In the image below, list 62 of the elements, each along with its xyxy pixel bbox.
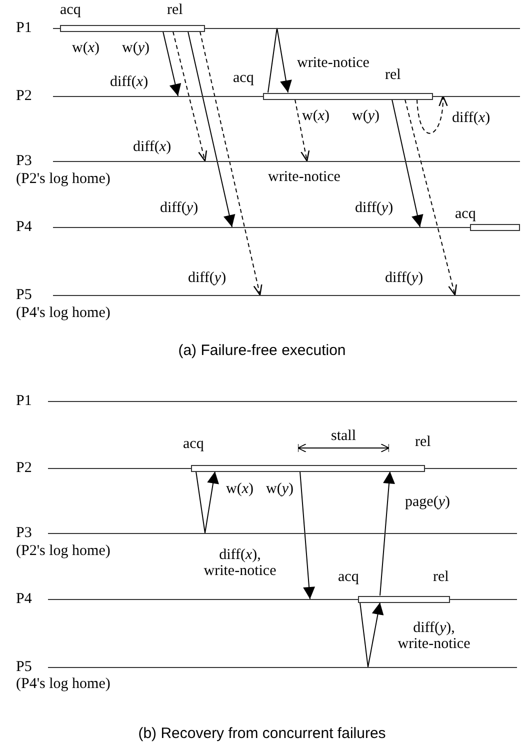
process-label: P1: [16, 20, 32, 36]
edge-label: diff(x): [110, 74, 148, 90]
release-label: rel: [433, 569, 449, 585]
write-label: w(x): [72, 40, 100, 56]
process-label: P3: [16, 153, 32, 169]
critical-section-bar: [470, 224, 520, 231]
message-arrow: [392, 99, 424, 228]
acquire-label: acq: [455, 206, 476, 222]
edge-label: write-notice: [297, 55, 370, 71]
process-label: P5: [16, 659, 32, 675]
process-label: P1: [16, 393, 32, 409]
process-label: P2: [16, 88, 32, 104]
acquire-label: acq: [233, 70, 254, 86]
edge-label: diff(x), write-notice: [202, 547, 278, 579]
panel-caption: (b) Recovery from concurrent failures: [137, 726, 387, 742]
process-note: (P4's log home): [16, 676, 110, 692]
process-label: P2: [16, 460, 32, 476]
edge-label: page(y): [405, 494, 450, 510]
edge-label: diff(y), write-notice: [396, 620, 472, 652]
critical-section-bar: [263, 93, 433, 100]
write-label: w(x): [226, 481, 254, 497]
acquire-label: acq: [60, 2, 81, 18]
critical-section-bar: [358, 596, 450, 603]
edge-label: diff(x): [133, 139, 172, 155]
message-arrow: [380, 471, 396, 596]
dimension-label: stall: [330, 428, 357, 444]
process-label: P5: [16, 287, 32, 303]
edge-label: diff(y): [355, 200, 394, 216]
acquire-label: acq: [183, 436, 204, 452]
message-arrow: [368, 602, 384, 668]
message-arrow: [276, 28, 292, 93]
critical-section-bar: [60, 25, 205, 32]
message-arrow: [200, 31, 262, 296]
edge-label: diff(y): [385, 270, 424, 286]
message-arrow: [188, 31, 236, 228]
edge-label: diff(y): [160, 200, 198, 216]
write-label: w(y): [352, 108, 380, 124]
message-arrow: [204, 471, 219, 534]
write-label: w(y): [122, 40, 150, 56]
release-label: rel: [415, 434, 431, 450]
message-arrow: [416, 95, 448, 134]
message-arrow: [294, 99, 310, 162]
edge-label: write-notice: [268, 169, 340, 185]
release-label: rel: [385, 67, 401, 83]
write-label: w(x): [302, 108, 330, 124]
message-arrow: [404, 99, 457, 296]
acquire-label: acq: [338, 569, 359, 585]
release-label: rel: [167, 2, 183, 18]
panel-caption: (a) Failure-free execution: [177, 343, 347, 359]
edge-label: diff(y): [188, 270, 226, 286]
message-arrow: [172, 31, 208, 162]
process-label: P4: [16, 591, 32, 607]
message-arrow: [162, 31, 182, 96]
process-label: P3: [16, 525, 32, 541]
process-note: (P2's log home): [16, 543, 110, 559]
process-note: (P4's log home): [16, 305, 110, 321]
process-label: P4: [16, 219, 32, 235]
process-note: (P2's log home): [16, 171, 110, 187]
message-arrow: [300, 471, 316, 600]
critical-section-bar: [191, 465, 425, 472]
edge-label: diff(x): [452, 110, 490, 126]
write-label: w(y): [266, 481, 294, 497]
